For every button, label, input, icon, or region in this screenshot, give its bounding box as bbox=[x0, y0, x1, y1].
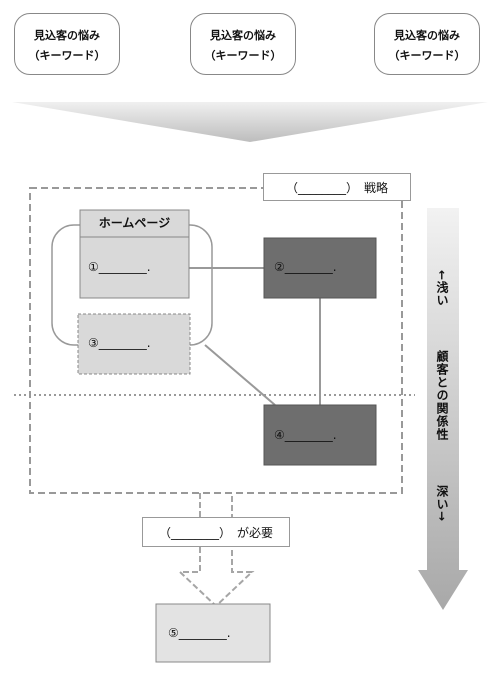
relationship-shallow: ←浅い bbox=[435, 270, 449, 308]
box-3 bbox=[77, 313, 191, 375]
worry-keyword: （キーワード） bbox=[28, 49, 106, 62]
connector-3-4 bbox=[204, 344, 276, 406]
worry-title: 見込客の悩み bbox=[34, 29, 100, 42]
strategy-frame bbox=[29, 187, 403, 494]
needed-label: （________） が必要 bbox=[142, 517, 290, 547]
dashed-down-arrow bbox=[177, 493, 255, 608]
homepage-box bbox=[79, 209, 190, 299]
worry-bubble-1: 見込客の悩み （キーワード） bbox=[14, 13, 120, 75]
relationship-deep: 深い→ bbox=[435, 485, 449, 523]
box-4-label: ④________. bbox=[274, 428, 337, 442]
box-3-label: ③________. bbox=[88, 336, 151, 350]
worry-keyword: （キーワード） bbox=[204, 49, 282, 62]
box-5-label: ⑤________. bbox=[168, 626, 231, 640]
worry-bubble-2: 見込客の悩み （キーワード） bbox=[190, 13, 296, 75]
relationship-label: 顧客との関係性 bbox=[435, 350, 449, 441]
worry-title: 見込客の悩み bbox=[394, 29, 460, 42]
worry-title: 見込客の悩み bbox=[210, 29, 276, 42]
worry-keyword: （キーワード） bbox=[388, 49, 466, 62]
box-2-label: ②________. bbox=[274, 260, 337, 274]
funnel-arrow bbox=[12, 102, 488, 142]
box-5 bbox=[155, 603, 271, 663]
box-4 bbox=[263, 404, 377, 466]
relationship-arrow bbox=[418, 208, 468, 610]
strategy-label: （________） 戦略 bbox=[263, 173, 411, 201]
homepage-title: ホームページ bbox=[98, 216, 171, 230]
worry-bubble-3: 見込客の悩み （キーワード） bbox=[374, 13, 480, 75]
box-1-label: ①________. bbox=[88, 260, 151, 274]
box-2 bbox=[263, 237, 377, 299]
